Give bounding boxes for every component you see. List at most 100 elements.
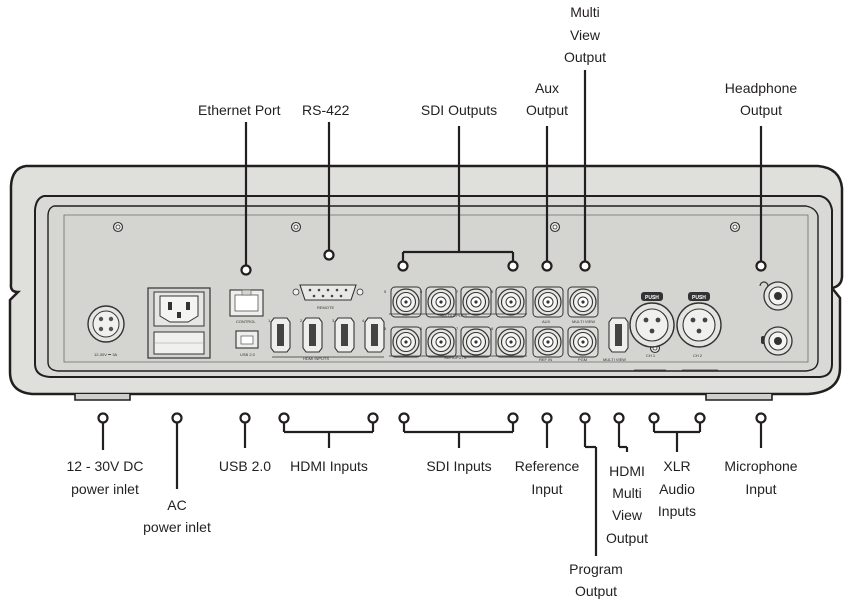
sdi-out-number-8: 8 <box>491 289 494 294</box>
headphone-jack <box>759 281 793 311</box>
label-multiview-line1: Multi <box>570 4 600 20</box>
ethernet-port: CONTROL <box>229 289 264 324</box>
label-rs422: RS-422 <box>302 102 350 118</box>
sdi-out-number-7: 7 <box>456 289 459 294</box>
bnc-connectors <box>390 286 599 358</box>
sdi-output-7-bnc <box>460 286 492 318</box>
ref-in-text: REF IN <box>539 357 552 362</box>
label-ac-line2: power inlet <box>143 519 211 535</box>
label-hdmi-multiview-line4: Output <box>606 530 648 546</box>
label-aux-line1: Aux <box>535 80 559 96</box>
callout-dot-ac <box>171 412 183 424</box>
labels-above: Ethernet Port RS-422 SDI Outputs Aux Out… <box>198 4 797 118</box>
label-usb: USB 2.0 <box>219 458 271 474</box>
label-dc-line1: 12 - 30V DC <box>66 458 143 474</box>
ch2-text: CH 2 <box>693 353 703 358</box>
aux-text: AUX <box>542 319 551 324</box>
label-headphone-line2: Output <box>740 102 782 118</box>
hdmi-number-4: 4 <box>362 318 365 323</box>
label-dc-line2: power inlet <box>71 481 139 497</box>
callout-dot-multiview <box>579 260 591 272</box>
hdmi-input-1 <box>270 317 291 353</box>
label-sdi-inputs: SDI Inputs <box>426 458 491 474</box>
callout-dot-hdmi-multiview <box>613 412 625 424</box>
sdi-input-7-bnc <box>460 326 492 358</box>
label-hdmi-multiview-line3: View <box>612 507 643 523</box>
screw <box>115 224 121 230</box>
callouts-below <box>97 412 767 556</box>
callout-dot-program <box>579 412 591 424</box>
callout-dot-hdmi-in-right <box>367 412 379 424</box>
label-ethernet-port: Ethernet Port <box>198 102 281 118</box>
label-hdmi-inputs: HDMI Inputs <box>290 458 368 474</box>
hdmi-number-3: 3 <box>332 318 335 323</box>
program-output-bnc <box>567 326 599 358</box>
label-reference-line1: Reference <box>515 458 580 474</box>
sdi-output-5-bnc <box>390 286 422 318</box>
callout-dot-usb <box>239 412 251 424</box>
hdmi-multiview-text: MULTI VIEW <box>603 357 626 362</box>
callout-dot-sdi-in-left <box>398 412 410 424</box>
multiview-text: MULTI VIEW <box>572 319 595 324</box>
multiview-sdi-output-bnc <box>567 286 599 318</box>
usb-port: USB 2.0 <box>235 330 259 357</box>
sdi-output-8-bnc <box>495 286 527 318</box>
sdi-input-6-bnc <box>425 326 457 358</box>
xlr-input-ch1: PUSH CH 1 <box>629 292 675 358</box>
sdi-out-number-5: 5 <box>384 289 387 294</box>
callout-dot-hdmi-in-left <box>278 412 290 424</box>
hdmi-input-2 <box>302 317 323 353</box>
sdi-in-number-6: 6 <box>420 326 423 331</box>
dc-power-connector: 12-30V ⎓ 3A <box>87 305 125 357</box>
remote-text: REMOTE <box>317 305 334 310</box>
callout-dot-headphone <box>755 260 767 272</box>
callouts-above <box>240 70 767 276</box>
xlr-input-ch2: PUSH CH 2 <box>676 292 722 358</box>
screw <box>552 224 558 230</box>
label-xlr-line2: Audio <box>659 481 695 497</box>
callout-dot-dc <box>97 412 109 424</box>
callout-dot-sdi-in-right <box>507 412 519 424</box>
pgm-text: PGM <box>578 357 587 362</box>
sdi-in-number-7: 7 <box>456 326 459 331</box>
ac-power-inlet <box>147 287 211 359</box>
hdmi-input-4 <box>364 317 385 353</box>
label-aux-line2: Output <box>526 102 568 118</box>
device-body <box>8 164 844 401</box>
label-multiview-line3: Output <box>564 49 606 65</box>
sdi-in-number-5: 5 <box>384 326 387 331</box>
rs422-port: REMOTE <box>292 284 364 310</box>
hdmi-inputs: 1 2 3 4 HDMI INPUTS <box>268 317 385 361</box>
label-xlr-line3: Inputs <box>658 503 696 519</box>
sdi-inputs-text: SDI INPUTS <box>444 355 467 360</box>
callout-dot-xlr-left <box>648 412 660 424</box>
ch1-text: CH 1 <box>646 353 656 358</box>
label-microphone-line2: Input <box>745 481 776 497</box>
label-ac-line1: AC <box>167 497 186 513</box>
control-text: CONTROL <box>236 319 256 324</box>
sdi-outputs-text: SDI OUTPUTS <box>440 313 467 318</box>
label-microphone-line1: Microphone <box>724 458 797 474</box>
hdmi-number-2: 2 <box>300 318 303 323</box>
push-text-1: PUSH <box>645 295 659 301</box>
reference-input-bnc <box>532 326 564 358</box>
label-program-line1: Program <box>569 561 623 577</box>
label-sdi-outputs: SDI Outputs <box>421 102 497 118</box>
hdmi-input-3 <box>334 317 355 353</box>
sdi-input-5-bnc <box>390 326 422 358</box>
label-headphone-line1: Headphone <box>725 80 798 96</box>
callout-dot-reference <box>541 412 553 424</box>
screw <box>293 224 299 230</box>
sdi-panel-labels: SDI OUTPUTS SDI INPUTS 5 6 7 8 5 6 7 8 A… <box>384 289 595 362</box>
callout-dot-xlr-right <box>694 412 706 424</box>
label-multiview-line2: View <box>570 27 601 43</box>
sdi-out-number-6: 6 <box>420 289 423 294</box>
callout-dot-sdi-out-right <box>507 260 519 272</box>
label-reference-line2: Input <box>531 481 562 497</box>
label-hdmi-multiview-line2: Multi <box>612 485 642 501</box>
power-rating-text: 12-30V ⎓ 3A <box>94 352 118 357</box>
label-program-line2: Output <box>575 583 617 599</box>
hdmi-number-1: 1 <box>268 318 271 323</box>
sdi-output-6-bnc <box>425 286 457 318</box>
